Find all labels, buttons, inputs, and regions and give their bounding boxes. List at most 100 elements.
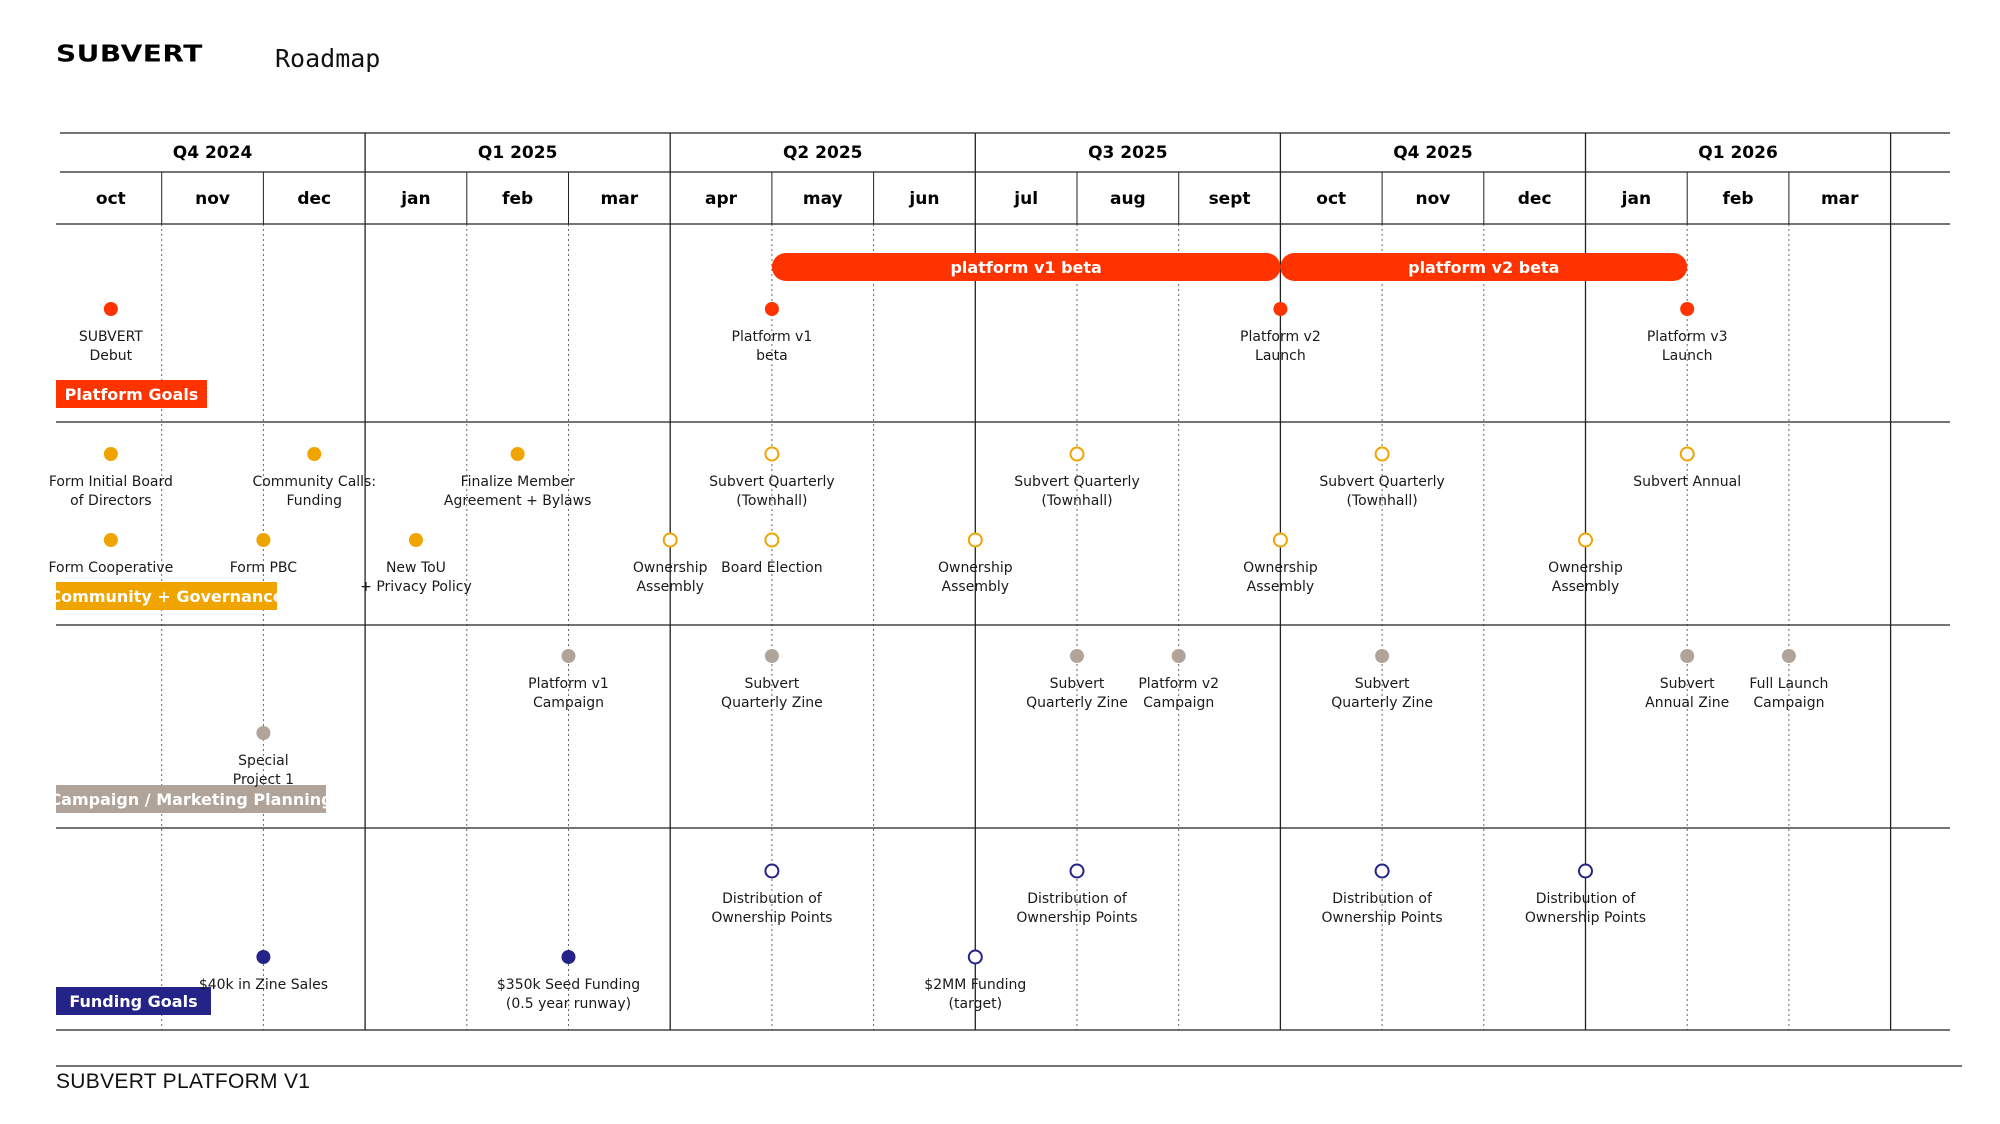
milestone-ring <box>764 863 780 879</box>
milestone-dot <box>307 447 322 461</box>
milestone: $40k in Zine Sales <box>199 950 328 993</box>
milestone-label: Distribution of <box>1027 891 1128 907</box>
milestone-dot <box>561 649 576 663</box>
milestone-label: Special <box>238 753 288 769</box>
month-label: nov <box>195 189 230 209</box>
milestone-label: of Directors <box>70 493 151 509</box>
month-label: dec <box>1518 189 1552 209</box>
milestone-dot <box>1680 649 1695 663</box>
milestone-dot <box>1273 302 1288 316</box>
milestone: Form Cooperative <box>48 533 173 576</box>
lane-label: Funding Goals <box>69 992 197 1011</box>
month-label: feb <box>1722 189 1753 209</box>
milestone-dot <box>256 533 271 547</box>
phase-bar <box>1280 253 1688 281</box>
milestone-label: Launch <box>1255 348 1306 364</box>
milestone-ring <box>1374 863 1390 879</box>
milestone-label: Board Election <box>721 560 822 576</box>
milestone-ring <box>1069 863 1085 879</box>
milestone-label: Ownership Points <box>1016 910 1137 926</box>
milestone-dot <box>764 302 779 316</box>
milestone-dot <box>1680 302 1695 316</box>
milestone: Board Election <box>721 532 823 576</box>
milestone-label: Ownership Points <box>1525 910 1646 926</box>
milestone-label: Platform v1 <box>528 676 609 692</box>
milestone-label: SUBVERT <box>79 329 143 345</box>
milestone-ring <box>1374 446 1390 462</box>
milestone-label: Subvert <box>1660 676 1715 692</box>
milestone-label: Subvert <box>745 676 800 692</box>
milestone-label: Distribution of <box>722 891 823 907</box>
milestone-dot <box>1781 649 1796 663</box>
milestone-dot <box>1171 649 1186 663</box>
milestone-dot <box>561 950 576 964</box>
milestone-label: Subvert <box>1050 676 1105 692</box>
milestone-label: (Townhall) <box>1346 493 1417 509</box>
milestone-ring <box>764 532 780 548</box>
milestone-label: Campaign <box>1143 695 1214 711</box>
milestone-label: (Townhall) <box>736 493 807 509</box>
milestone-label: Quarterly Zine <box>1331 695 1433 711</box>
lane-label-background <box>56 785 326 813</box>
milestone-ring <box>1069 446 1085 462</box>
month-label: jan <box>1621 189 1651 209</box>
milestone-ring <box>1679 446 1695 462</box>
milestone-dot <box>103 533 118 547</box>
lane-label-background <box>56 582 277 610</box>
milestone-label: Platform v2 <box>1138 676 1219 692</box>
month-label: nov <box>1416 189 1451 209</box>
lane-label: Campaign / Marketing Planning <box>49 790 332 809</box>
milestone-label: Platform v3 <box>1647 329 1728 345</box>
month-label: sept <box>1209 189 1251 209</box>
milestone-ring <box>1578 532 1593 548</box>
lane-label: Community + Governance <box>49 587 283 606</box>
quarter-label: Q4 2025 <box>1393 143 1473 163</box>
milestone-label: Agreement + Bylaws <box>444 493 592 509</box>
quarter-label: Q2 2025 <box>783 143 863 163</box>
milestone-label: Assembly <box>942 579 1009 595</box>
milestone-label: + Privacy Policy <box>360 579 472 595</box>
milestone-ring <box>967 949 983 965</box>
milestone-dot <box>1070 649 1084 663</box>
milestone-ring <box>967 532 983 548</box>
month-label: oct <box>1316 189 1346 209</box>
milestone-label: $350k Seed Funding <box>497 977 640 993</box>
milestone-ring <box>1272 532 1288 548</box>
milestone-ring <box>1578 863 1593 879</box>
footer-caption: SUBVERT PLATFORM V1 <box>56 1070 311 1093</box>
page-title: Roadmap <box>275 44 381 73</box>
phase-bar-label: platform v1 beta <box>950 258 1101 277</box>
milestone-label: Subvert Annual <box>1633 474 1741 490</box>
milestone-label: Subvert Quarterly <box>1319 474 1445 490</box>
milestone-label: (0.5 year runway) <box>506 996 631 1012</box>
milestone-label: Full Launch <box>1749 676 1828 692</box>
milestone-label: (Townhall) <box>1041 493 1112 509</box>
month-label: jan <box>400 189 430 209</box>
quarter-label: Q4 2024 <box>173 143 253 163</box>
milestone-label: Launch <box>1662 348 1713 364</box>
milestone-dot <box>510 447 525 461</box>
milestone-ring <box>764 446 780 462</box>
milestone-label: Subvert Quarterly <box>709 474 835 490</box>
milestone: Subvert Annual <box>1633 446 1741 490</box>
milestone-label: $2MM Funding <box>924 977 1026 993</box>
milestone-label: Assembly <box>1552 579 1619 595</box>
month-label: dec <box>297 189 331 209</box>
month-label: apr <box>705 189 738 209</box>
milestone: Platform v3 Launch <box>1647 302 1728 364</box>
milestone: Form PBC <box>230 533 297 576</box>
lane-label-background <box>56 380 207 408</box>
quarter-label: Q1 2026 <box>1698 143 1778 163</box>
month-label: jun <box>908 189 939 209</box>
milestone-label: Assembly <box>1247 579 1314 595</box>
milestone: Distribution of Ownership Points <box>1016 863 1138 926</box>
